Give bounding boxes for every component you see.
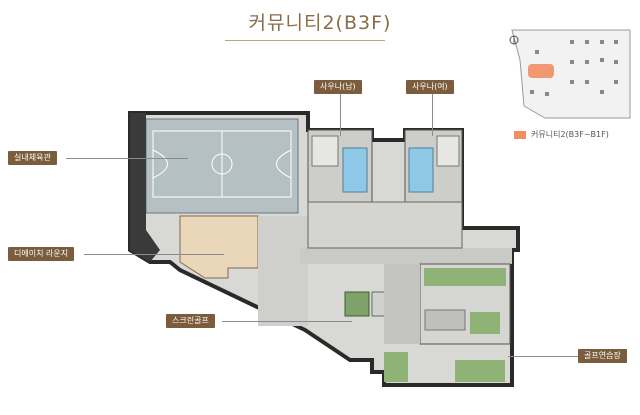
label-sauna-female: 사우나(여) bbox=[406, 80, 454, 94]
leader-sauna-female bbox=[432, 94, 433, 136]
label-lounge: 디에이치 라운지 bbox=[8, 247, 75, 261]
leader-golf-range bbox=[508, 356, 578, 357]
leader-lounge bbox=[84, 254, 224, 255]
legend: 커뮤니티2(B3F~B1F) bbox=[514, 129, 609, 140]
main-corridor bbox=[258, 216, 308, 326]
screen-golf-room-1 bbox=[344, 291, 370, 317]
golf-turf-right bbox=[455, 360, 505, 382]
sauna-female-pool bbox=[408, 147, 434, 193]
leader-gym bbox=[66, 158, 188, 159]
gym-side-wall bbox=[130, 113, 160, 262]
site-highlight bbox=[528, 64, 554, 78]
page-title: 커뮤니티2(B3F) bbox=[248, 12, 392, 34]
label-gym: 실내체육관 bbox=[8, 151, 57, 165]
sauna-male-lockers bbox=[311, 135, 339, 167]
label-golf-range: 골프연습장 bbox=[578, 349, 627, 363]
leader-screen-golf bbox=[222, 321, 352, 322]
legend-swatch bbox=[514, 130, 526, 139]
sauna-female-lockers bbox=[436, 135, 460, 167]
legend-label: 커뮤니티2(B3F~B1F) bbox=[531, 130, 609, 139]
site-outline bbox=[511, 29, 631, 119]
court-key-right bbox=[276, 149, 292, 179]
label-screen-golf: 스크린골프 bbox=[166, 314, 215, 328]
sauna-male-pool bbox=[342, 147, 368, 193]
golf-turf-mid bbox=[470, 312, 500, 334]
label-sauna-male: 사우나(남) bbox=[314, 80, 362, 94]
golf-turf-left bbox=[384, 352, 408, 382]
court-key-left bbox=[152, 149, 168, 179]
cross-corridor bbox=[300, 248, 512, 264]
golf-turf-top bbox=[424, 268, 506, 286]
restroom-block bbox=[307, 201, 463, 249]
court-center-circle bbox=[211, 153, 233, 175]
golf-hall bbox=[384, 264, 420, 344]
title-underline bbox=[225, 40, 385, 41]
golf-bays-row bbox=[424, 309, 466, 331]
leader-sauna-male bbox=[340, 94, 341, 136]
